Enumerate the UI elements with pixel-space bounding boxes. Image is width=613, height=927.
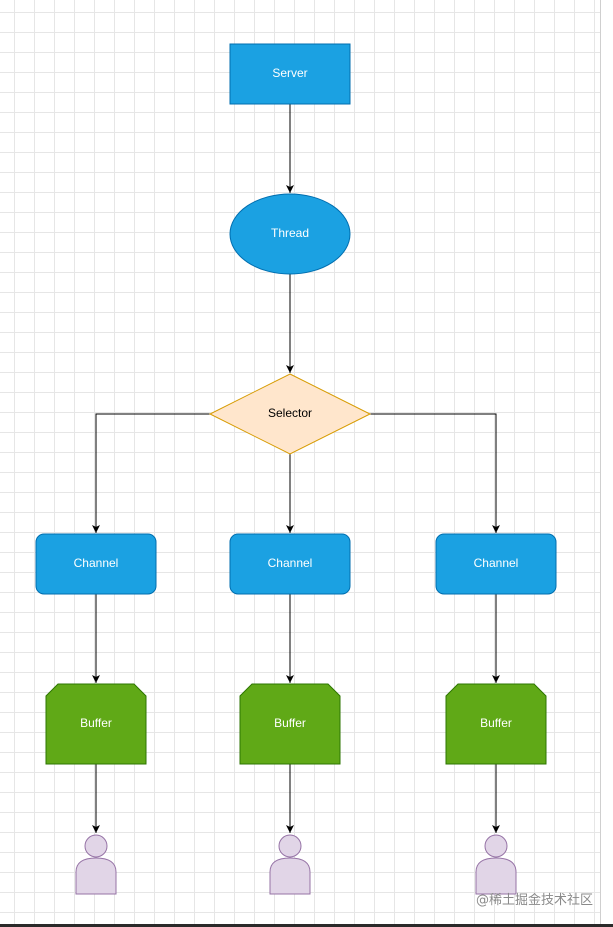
buffer-label-middle: Buffer xyxy=(274,716,306,730)
thread-node[interactable]: Thread xyxy=(229,193,351,275)
edges xyxy=(92,104,500,833)
server-node[interactable]: Server xyxy=(229,43,351,105)
thread-label: Thread xyxy=(271,226,309,240)
server-label: Server xyxy=(272,66,307,80)
channel-node-right[interactable]: Channel xyxy=(435,533,557,595)
user-icon[interactable] xyxy=(269,834,311,895)
selector-node[interactable]: Selector xyxy=(208,373,372,455)
channel-label-middle: Channel xyxy=(268,556,313,570)
buffer-label-left: Buffer xyxy=(80,716,112,730)
edge-selector-channel-left xyxy=(92,413,211,533)
edge-selector-channel-right xyxy=(370,413,500,533)
buffer-label-right: Buffer xyxy=(480,716,512,730)
watermark: @稀土掘金技术社区 xyxy=(475,893,593,908)
user-icon[interactable] xyxy=(75,834,117,895)
canvas-right-edge xyxy=(600,0,601,927)
user-icon[interactable] xyxy=(475,834,517,895)
diagram-canvas xyxy=(0,0,600,924)
channel-label-right: Channel xyxy=(474,556,519,570)
buffer-node-left[interactable]: Buffer xyxy=(45,683,147,765)
buffer-node-middle[interactable]: Buffer xyxy=(239,683,341,765)
channel-node-left[interactable]: Channel xyxy=(35,533,157,595)
selector-label: Selector xyxy=(268,406,312,420)
channel-node-middle[interactable]: Channel xyxy=(229,533,351,595)
bottom-edge xyxy=(0,924,613,927)
buffer-node-right[interactable]: Buffer xyxy=(445,683,547,765)
channel-label-left: Channel xyxy=(74,556,119,570)
